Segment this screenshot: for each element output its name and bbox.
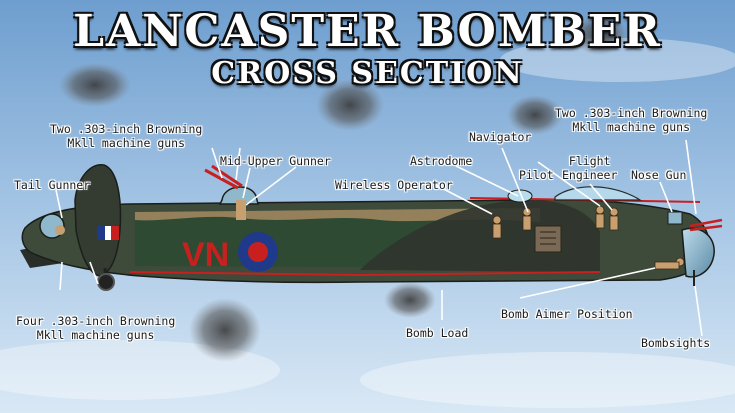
- label-rear-guns: Four .303-inch Browning Mkll machine gun…: [16, 314, 176, 342]
- astrodome-dome: [507, 189, 533, 203]
- flak-bursts: [59, 15, 628, 362]
- leader-lines: [55, 139, 703, 337]
- crew-figures: [492, 205, 685, 270]
- squadron-code: VN: [182, 236, 229, 274]
- label-flight-engineer: Flight Engineer: [562, 154, 618, 182]
- label-pilot: Pilot: [519, 168, 554, 182]
- label-tail-gunner: Tail Gunner: [14, 178, 91, 192]
- diagram-subtitle: CROSS SECTION: [211, 56, 524, 91]
- tail-fin: [74, 164, 122, 277]
- label-navigator: Navigator: [469, 130, 532, 144]
- lancaster-aircraft: VN: [20, 164, 723, 291]
- label-nose-gun: Nose Gun: [631, 168, 687, 182]
- label-bomb-load: Bomb Load: [406, 326, 469, 340]
- label-wireless-operator: Wireless Operator: [335, 178, 453, 192]
- label-bomb-aimer-position: Bomb Aimer Position: [501, 307, 633, 321]
- label-nose-guns: Two .303-inch Browning Mkll machine guns: [555, 106, 708, 134]
- label-astrodome: Astrodome: [410, 154, 473, 168]
- label-tail-guns: Two .303-inch Browning Mkll machine guns: [50, 122, 203, 150]
- label-bombsights: Bombsights: [641, 336, 711, 350]
- label-mid-upper-gunner: Mid-Upper Gunner: [220, 154, 331, 168]
- tail-wheel: [97, 273, 115, 291]
- diagram-title: LANCASTER BOMBER: [73, 6, 662, 57]
